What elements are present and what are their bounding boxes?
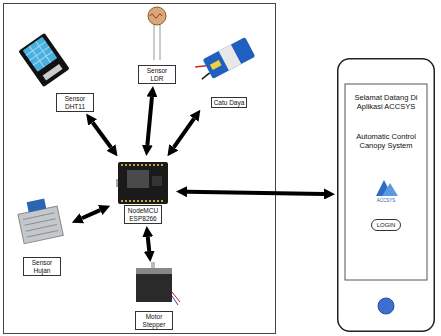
- diagram-frame: [4, 4, 276, 334]
- component-label: Catu Daya: [211, 97, 248, 108]
- battery-picture: [219, 45, 242, 71]
- ldr-picture: [150, 14, 162, 18]
- app-text: ACCSYS: [346, 198, 426, 203]
- rain-sensor-picture: [23, 213, 58, 237]
- dht11-picture: [26, 42, 46, 56]
- bidirectional-arrow: [147, 97, 152, 145]
- component-label: NodeMCU ESP8266: [124, 205, 162, 224]
- component-label: Sensor LDR: [138, 65, 176, 84]
- phone-picture: [338, 59, 435, 332]
- bidirectional-arrow: [148, 237, 149, 251]
- power-supply-node: Catu Daya: [198, 30, 260, 108]
- stepper-motor-picture: [136, 262, 180, 305]
- dht11-picture: [23, 37, 58, 72]
- phone-picture: [378, 298, 394, 314]
- stepper-motor-picture: [151, 262, 155, 269]
- dht11-picture: [18, 33, 69, 87]
- battery-picture: [201, 73, 211, 79]
- app-text: Selamat Datang Di Aplikasi ACCSYS: [346, 94, 426, 111]
- dht11-picture: [29, 46, 44, 67]
- phone-picture: [345, 84, 427, 280]
- stepper-motor-node: Motor Stepper: [126, 264, 182, 330]
- controller-node: NodeMCU ESP8266: [112, 158, 174, 224]
- dht11-picture: [18, 33, 69, 87]
- ldr-picture: [148, 7, 166, 60]
- rain-sensor-picture: [18, 206, 63, 244]
- rain-sensor-picture: [27, 199, 47, 213]
- login-button: LOGIN: [371, 219, 402, 232]
- component-label: Motor Stepper: [135, 311, 173, 330]
- nodemcu-picture: [121, 165, 165, 201]
- rain-sensor-node: Sensor Hujan: [14, 196, 70, 276]
- nodemcu-picture: [152, 176, 162, 186]
- bidirectional-arrow: [187, 192, 324, 194]
- bidirectional-arrow: [174, 119, 194, 148]
- ldr-picture: [148, 7, 166, 25]
- nodemcu-picture: [118, 162, 168, 204]
- phone-app-node: Selamat Datang Di Aplikasi ACCSYS Automat…: [337, 58, 435, 332]
- phone-picture: [382, 183, 398, 196]
- battery-picture: [194, 37, 256, 84]
- phone-picture: [338, 59, 435, 332]
- battery-picture: [195, 62, 206, 70]
- ldr-picture: [154, 24, 155, 60]
- ldr-picture: [160, 24, 161, 60]
- dht11-picture: [43, 64, 63, 80]
- stepper-motor-picture: [136, 268, 172, 274]
- battery-picture: [210, 60, 222, 70]
- component-label: Sensor Hujan: [23, 257, 61, 276]
- stepper-motor-picture: [172, 296, 178, 305]
- rain-sensor-picture: [16, 196, 63, 243]
- component-label: Sensor DHT11: [56, 93, 94, 112]
- stepper-motor-picture: [136, 268, 172, 302]
- ldr-node: Sensor LDR: [136, 4, 178, 84]
- bidirectional-arrow: [82, 210, 100, 218]
- battery-picture: [203, 37, 256, 79]
- button-label: LOGIN: [377, 222, 396, 229]
- bidirectional-arrow: [93, 122, 111, 147]
- nodemcu-picture: [127, 170, 149, 188]
- nodemcu-picture: [116, 162, 168, 204]
- app-text: Automatic Control Canopy System: [346, 133, 426, 150]
- dht11-picture: [33, 51, 53, 65]
- dht11-picture: [36, 41, 51, 62]
- dht11-node: Sensor DHT11: [20, 36, 94, 112]
- dht11-picture: [30, 47, 50, 61]
